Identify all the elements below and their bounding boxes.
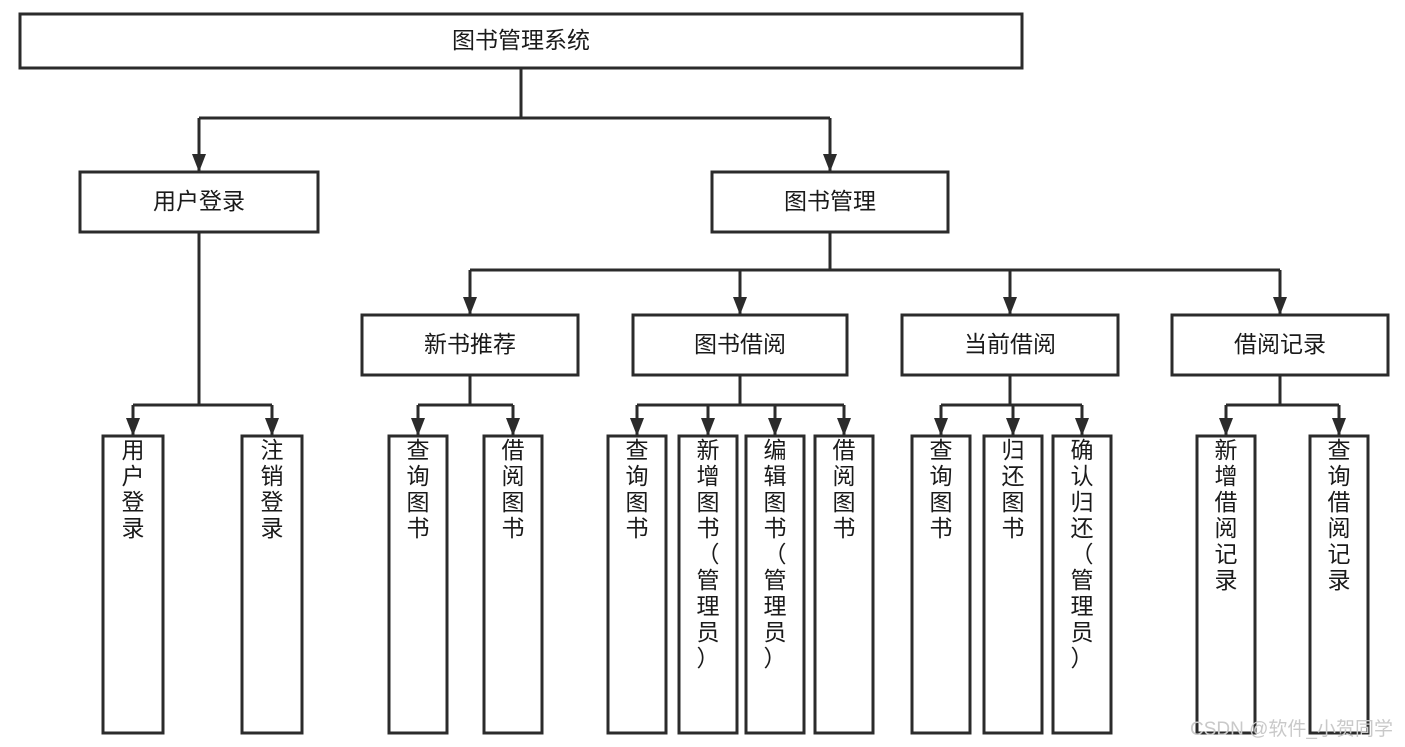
node-label: 新增借阅记录 xyxy=(1215,437,1238,593)
node-label: 借阅图书 xyxy=(502,437,525,541)
node-box xyxy=(1308,434,1370,735)
node-label: 查询图书 xyxy=(407,437,430,541)
node-bb-query[interactable]: 查询图书 xyxy=(606,434,668,735)
node-book-borrow[interactable]: 图书借阅 xyxy=(631,313,849,377)
node-label: 用户登录 xyxy=(122,437,145,541)
watermark-label: CSDN @软件_小贺同学 xyxy=(1190,719,1393,740)
node-box xyxy=(900,313,1120,377)
node-label: 注销登录 xyxy=(261,437,284,541)
node-label: 当前借阅 xyxy=(964,331,1056,357)
node-bb-lend[interactable]: 借阅图书 xyxy=(813,434,875,735)
node-label: 查询图书 xyxy=(930,437,953,541)
node-box xyxy=(101,434,165,735)
arrow-head xyxy=(265,418,279,436)
node-label: 用户登录 xyxy=(153,188,245,214)
node-login-do[interactable]: 用户登录 xyxy=(101,434,165,735)
arrow-head xyxy=(192,154,206,172)
arrow-head xyxy=(630,418,644,436)
arrow-head xyxy=(1006,418,1020,436)
node-label: 确认归还（管理员） xyxy=(1071,437,1094,671)
node-logout-do[interactable]: 注销登录 xyxy=(240,434,304,735)
node-label: 编辑图书（管理员） xyxy=(764,437,787,671)
node-box xyxy=(1195,434,1257,735)
arrow-head xyxy=(411,418,425,436)
node-label: 图书管理 xyxy=(784,188,876,214)
node-current-borrow[interactable]: 当前借阅 xyxy=(900,313,1120,377)
node-label: 借阅记录 xyxy=(1234,331,1326,357)
node-label: 归还图书 xyxy=(1002,437,1025,541)
arrow-head xyxy=(463,297,477,315)
node-box xyxy=(982,434,1044,735)
arrow-head xyxy=(1273,297,1287,315)
connector-layer xyxy=(126,68,1346,436)
node-book-manage[interactable]: 图书管理 xyxy=(710,170,950,234)
node-box xyxy=(18,12,1024,70)
node-cb-return[interactable]: 归还图书 xyxy=(982,434,1044,735)
node-label: 查询图书 xyxy=(626,437,649,541)
arrow-head xyxy=(701,418,715,436)
node-label: 借阅图书 xyxy=(833,437,856,541)
node-box xyxy=(482,434,544,735)
node-layer: 图书管理系统用户登录用户登录注销登录图书管理新书推荐查询图书借阅图书图书借阅查询… xyxy=(18,12,1390,735)
node-box xyxy=(910,434,972,735)
node-box xyxy=(387,434,449,735)
node-box xyxy=(360,313,580,377)
node-box xyxy=(606,434,668,735)
arrow-head xyxy=(1003,297,1017,315)
node-user-login[interactable]: 用户登录 xyxy=(78,170,320,234)
arrow-head xyxy=(1332,418,1346,436)
node-box xyxy=(1170,313,1390,377)
node-new-book-rec[interactable]: 新书推荐 xyxy=(360,313,580,377)
node-box xyxy=(631,313,849,377)
node-cb-confirm[interactable]: 确认归还（管理员） xyxy=(1051,434,1113,735)
node-box xyxy=(710,170,950,234)
node-label: 查询借阅记录 xyxy=(1328,437,1351,593)
node-box xyxy=(1051,434,1113,735)
node-root[interactable]: 图书管理系统 xyxy=(18,12,1024,70)
node-box xyxy=(813,434,875,735)
node-cb-query[interactable]: 查询图书 xyxy=(910,434,972,735)
arrow-head xyxy=(1075,418,1089,436)
arrow-head xyxy=(823,154,837,172)
node-label: 新书推荐 xyxy=(424,331,516,357)
node-nbr-query[interactable]: 查询图书 xyxy=(387,434,449,735)
node-label: 新增图书（管理员） xyxy=(697,437,720,671)
arrow-head xyxy=(837,418,851,436)
arrow-head xyxy=(1219,418,1233,436)
node-label: 图书借阅 xyxy=(694,331,786,357)
node-box xyxy=(240,434,304,735)
node-borrow-record[interactable]: 借阅记录 xyxy=(1170,313,1390,377)
node-bb-add[interactable]: 新增图书（管理员） xyxy=(677,434,739,735)
node-br-add[interactable]: 新增借阅记录 xyxy=(1195,434,1257,735)
arrow-head xyxy=(733,297,747,315)
node-box xyxy=(78,170,320,234)
arrow-head xyxy=(506,418,520,436)
node-br-query[interactable]: 查询借阅记录 xyxy=(1308,434,1370,735)
node-bb-edit[interactable]: 编辑图书（管理员） xyxy=(744,434,806,735)
node-box xyxy=(677,434,739,735)
arrow-head xyxy=(126,418,140,436)
node-nbr-borrow[interactable]: 借阅图书 xyxy=(482,434,544,735)
arrow-head xyxy=(768,418,782,436)
node-box xyxy=(744,434,806,735)
arrow-head xyxy=(934,418,948,436)
node-label: 图书管理系统 xyxy=(452,27,590,53)
